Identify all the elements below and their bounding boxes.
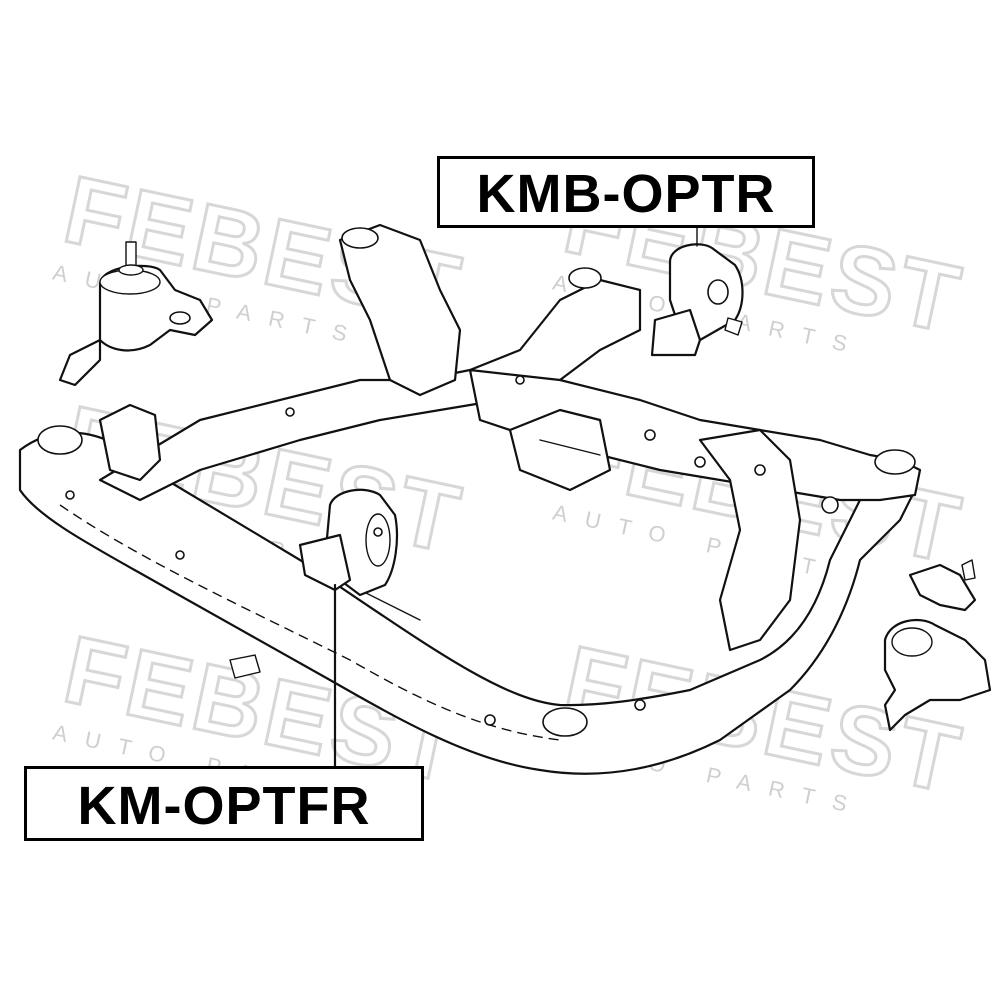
part-label-km-optfr: KM-OPTFR <box>24 766 424 841</box>
mount-hole <box>169 311 191 325</box>
mount-hole <box>373 527 383 537</box>
mount-nut <box>118 264 144 276</box>
lower-bracket <box>229 654 261 679</box>
tower-bushing <box>341 227 379 249</box>
rear-left-bushing <box>568 267 602 289</box>
right-rail <box>698 428 802 652</box>
bushing-base <box>650 308 702 357</box>
bushing-hole <box>707 279 729 305</box>
mount-rubber <box>365 513 391 567</box>
left-tower <box>338 223 462 397</box>
frame-hole <box>515 375 525 385</box>
frame-hole <box>821 496 839 514</box>
frame-hole <box>65 490 75 500</box>
left-rail <box>98 278 642 502</box>
subframe <box>18 223 922 775</box>
frame-hole <box>285 407 295 417</box>
mount-plate <box>298 533 352 592</box>
frame-hole <box>634 699 646 711</box>
rail-detail <box>199 409 721 621</box>
engine-mount-right <box>883 559 992 732</box>
front-left-bracket <box>98 403 162 482</box>
mount-bracket <box>908 563 977 612</box>
frame-hole <box>754 464 766 476</box>
mount-rubber <box>891 627 933 657</box>
kmb-optr-part <box>650 225 744 357</box>
front-right-bushing <box>542 707 588 737</box>
front-left-bushing <box>37 425 83 455</box>
bushing-tab <box>724 317 743 336</box>
front-beam-seam <box>59 504 561 741</box>
center-bracket <box>508 408 612 492</box>
engine-mount-left <box>58 241 214 387</box>
part-label-kmb-optr: KMB-OPTR <box>437 156 815 228</box>
km-optfr-part <box>298 488 399 770</box>
frame-hole <box>175 550 185 560</box>
mount-clip <box>961 559 976 581</box>
frame-hole <box>484 714 496 726</box>
rear-right-bushing <box>874 449 916 475</box>
frame-hole <box>644 429 656 441</box>
frame-hole <box>694 456 706 468</box>
